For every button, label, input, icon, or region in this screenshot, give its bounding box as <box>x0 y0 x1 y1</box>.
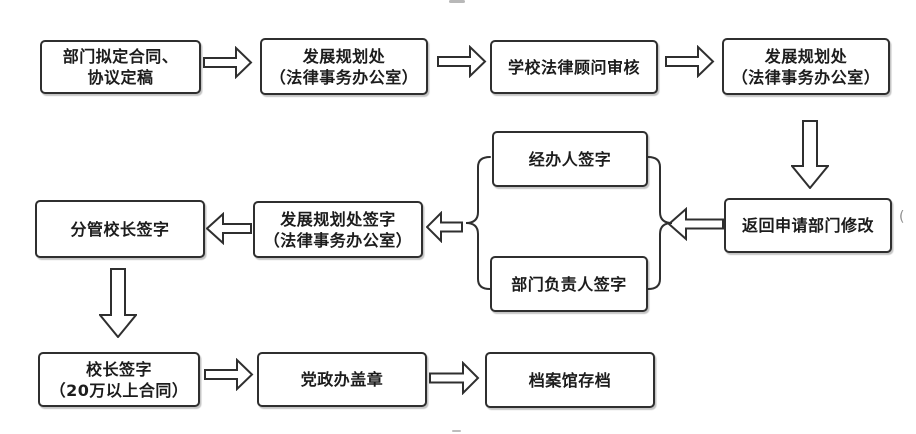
arrow-right-icon <box>204 358 254 391</box>
node-planning-office-1: 发展规划处 （法律事务办公室） <box>260 38 428 95</box>
node-label: 分管校长签字 <box>70 219 170 239</box>
arrow-left-icon <box>206 212 252 245</box>
node-label: 档案馆存档 <box>528 370 612 390</box>
node-dept-head-sign: 部门负责人签字 <box>490 256 648 312</box>
arrow-left-icon <box>668 207 724 241</box>
node-label: （法律事务办公室） <box>269 67 419 87</box>
right-brace-connector <box>646 156 676 294</box>
node-label: 发展规划处 <box>764 46 848 66</box>
node-label: 部门拟定合同、 <box>62 47 179 66</box>
node-label: 返回申请部门修改 <box>741 216 874 235</box>
node-draft-contract: 部门拟定合同、 协议定稿 <box>40 40 201 94</box>
arrow-right-icon <box>665 45 715 78</box>
node-archive: 档案馆存档 <box>485 352 655 408</box>
node-label: 发展规划处 <box>302 46 386 66</box>
arrow-right-icon <box>437 45 487 78</box>
node-label: （法律事务办公室） <box>731 67 881 87</box>
node-planning-office-2: 发展规划处 （法律事务办公室） <box>722 38 890 95</box>
node-return-revise: 返回申请部门修改 <box>724 198 892 253</box>
arrow-down-icon <box>791 120 829 189</box>
node-label: 部门负责人签字 <box>511 274 627 294</box>
node-label: 经办人签字 <box>528 149 612 169</box>
node-label: 协议定稿 <box>87 68 154 87</box>
scan-artifact-bottom <box>452 430 461 432</box>
node-president-sign: 校长签字 （20万以上合同） <box>38 352 200 407</box>
scan-artifact-right: ( <box>899 209 905 225</box>
node-label: 发展规划处签字 <box>280 209 396 229</box>
node-label: 校长签字 <box>85 359 152 379</box>
node-vice-president-sign: 分管校长签字 <box>35 200 205 258</box>
arrow-right-icon <box>429 361 480 395</box>
node-handler-sign: 经办人签字 <box>492 131 648 187</box>
node-legal-advisor-review: 学校法律顾问审核 <box>490 40 658 94</box>
node-label: 学校法律顾问审核 <box>507 57 640 77</box>
left-brace-connector <box>462 156 492 294</box>
node-planning-office-sign: 发展规划处签字 （法律事务办公室） <box>253 201 423 258</box>
node-label: （法律事务办公室） <box>263 230 413 250</box>
arrow-left-icon <box>426 211 463 243</box>
scan-artifact-top <box>449 0 465 3</box>
node-label: 党政办盖章 <box>300 370 384 389</box>
arrow-right-icon <box>203 46 253 79</box>
arrow-down-icon <box>99 268 137 338</box>
node-party-admin-seal: 党政办盖章 <box>257 352 427 407</box>
node-label: （20万以上合同） <box>49 380 189 400</box>
